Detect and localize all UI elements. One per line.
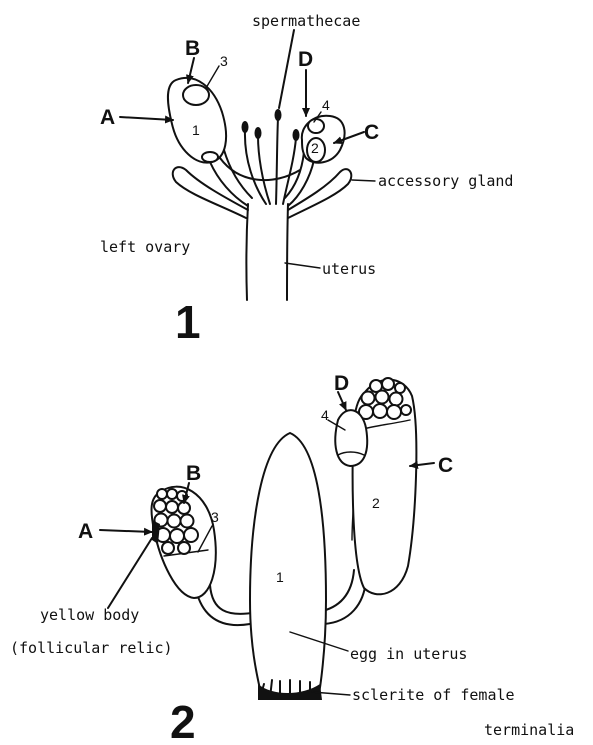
label-spermathecae: spermathecae: [252, 12, 360, 30]
number-1-fig2: 1: [276, 569, 284, 585]
letter-a-fig1: A: [100, 106, 115, 129]
label-egg-in-uterus: egg in uterus: [350, 645, 467, 663]
label-sclerite-line1: sclerite of female: [352, 686, 515, 704]
label-follicular-relic: (follicular relic): [10, 639, 173, 657]
label-yellow-body: yellow body: [40, 606, 139, 624]
label-uterus: uterus: [322, 260, 376, 278]
right-ovary-fig1: [302, 116, 345, 163]
right-ovary-fig2: [335, 378, 416, 594]
letter-d-fig2: D: [334, 372, 349, 395]
number-3-fig1: 3: [220, 53, 228, 69]
figure-2: yellow body (follicular relic) egg in ut…: [10, 372, 574, 745]
number-4-fig1: 4: [322, 97, 330, 113]
letter-a-fig2: A: [78, 520, 93, 543]
figure-1: spermathecae accessory gland left ovary …: [100, 12, 513, 348]
letter-b-fig1: B: [185, 37, 200, 60]
letter-c-fig1: C: [364, 121, 379, 144]
figure-number-1: 1: [175, 296, 201, 348]
egg-cells-right: [359, 378, 411, 419]
egg-in-uterus-shape: [250, 433, 326, 700]
number-1-fig1: 1: [192, 122, 200, 138]
letter-d-fig1: D: [298, 48, 313, 71]
label-accessory-gland: accessory gland: [378, 172, 513, 190]
number-3-fig2: 3: [211, 509, 219, 525]
left-ovary-fig1: [168, 78, 226, 163]
label-sclerite-line2: terminalia: [484, 721, 574, 739]
number-4-fig2: 4: [321, 407, 329, 423]
label-left-ovary: left ovary: [100, 238, 190, 256]
number-2-fig1: 2: [311, 140, 319, 156]
letter-c-fig2: C: [438, 454, 453, 477]
letter-b-fig2: B: [186, 462, 201, 485]
figure-number-2: 2: [170, 696, 196, 745]
number-2-fig2: 2: [372, 495, 380, 511]
